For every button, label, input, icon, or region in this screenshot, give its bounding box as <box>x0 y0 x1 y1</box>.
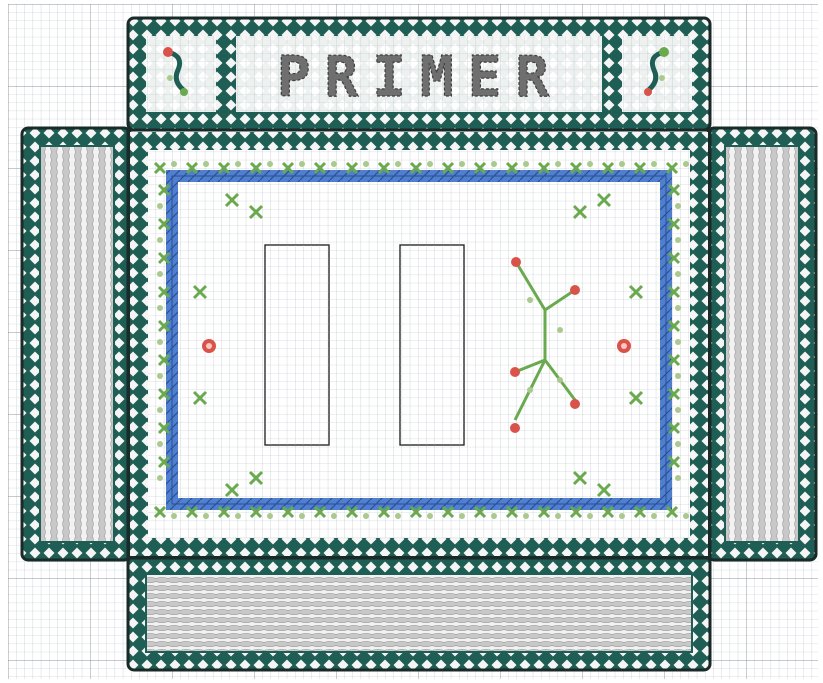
left-flap <box>22 128 130 560</box>
vine-leaf <box>619 161 625 167</box>
vine-leaf <box>157 237 163 243</box>
vine-leaf <box>157 305 163 311</box>
vine-leaf <box>675 203 681 209</box>
vine-leaf <box>331 513 337 519</box>
vine-leaf <box>683 513 689 519</box>
right-flap <box>708 128 816 560</box>
vine-leaf <box>203 513 209 519</box>
vine-leaf <box>459 161 465 167</box>
flower-icon <box>617 339 631 353</box>
vine-leaf <box>675 237 681 243</box>
vine-leaf <box>675 305 681 311</box>
vine-leaf <box>523 161 529 167</box>
vine-leaf <box>619 513 625 519</box>
vine-leaf <box>427 513 433 519</box>
vine-leaf <box>555 513 561 519</box>
flower-icon <box>202 339 216 353</box>
vine-leaf <box>363 513 369 519</box>
vine-leaf <box>651 161 657 167</box>
vine-leaf <box>157 271 163 277</box>
vine-leaf <box>395 161 401 167</box>
vine-leaf <box>523 513 529 519</box>
vine-leaf <box>299 161 305 167</box>
vine-leaf <box>203 161 209 167</box>
vine-leaf <box>587 161 593 167</box>
vine-leaf <box>157 407 163 413</box>
vine-leaf <box>331 161 337 167</box>
vine-leaf <box>235 161 241 167</box>
vine-leaf <box>157 441 163 447</box>
bottom-flap <box>128 556 710 670</box>
vine-leaf <box>267 513 273 519</box>
vine-leaf <box>459 513 465 519</box>
vine-leaf <box>235 513 241 519</box>
vine-leaf <box>675 441 681 447</box>
vine-leaf <box>491 161 497 167</box>
vine-leaf <box>157 339 163 345</box>
vine-leaf <box>675 271 681 277</box>
vine-leaf <box>157 475 163 481</box>
vine-leaf <box>491 513 497 519</box>
vine-leaf <box>157 203 163 209</box>
vine-leaf <box>683 161 689 167</box>
vine-leaf <box>675 475 681 481</box>
vine-leaf <box>395 513 401 519</box>
vine-leaf <box>675 373 681 379</box>
vine-leaf <box>675 407 681 413</box>
vine-leaf <box>171 161 177 167</box>
vine-leaf <box>171 513 177 519</box>
vine-leaf <box>555 161 561 167</box>
vine-leaf <box>157 373 163 379</box>
vine-leaf <box>675 339 681 345</box>
vine-leaf <box>363 161 369 167</box>
vine-leaf <box>427 161 433 167</box>
pattern-title: PRIMER <box>277 45 563 110</box>
vine-leaf <box>299 513 305 519</box>
vine-leaf <box>651 513 657 519</box>
vine-leaf <box>587 513 593 519</box>
vine-leaf <box>267 161 273 167</box>
